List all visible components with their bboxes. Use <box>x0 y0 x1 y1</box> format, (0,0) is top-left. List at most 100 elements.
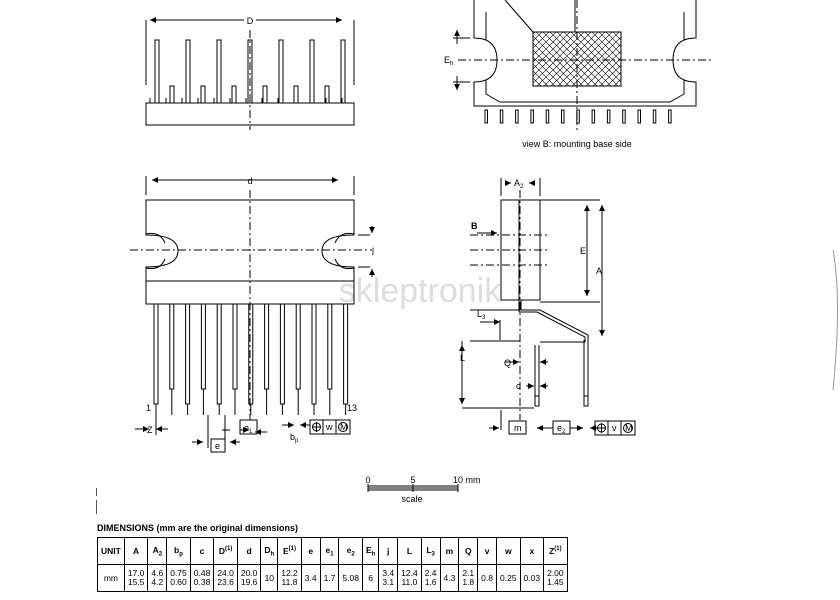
scale-label: scale <box>401 494 422 504</box>
view-b-caption: view B: mounting base side <box>522 139 632 149</box>
view-b-lead <box>561 109 565 124</box>
view-b-lead <box>499 109 504 124</box>
dim-cell: 10 <box>260 564 279 592</box>
front-lead <box>153 303 159 405</box>
top-lead-short <box>293 85 299 104</box>
dim-header: L3 <box>420 537 441 565</box>
front-lead <box>185 303 191 405</box>
dim-cell: 0.25 <box>496 564 521 592</box>
top-lead-long <box>247 39 253 104</box>
dim-header: w <box>496 537 521 565</box>
view-b <box>453 0 712 130</box>
dim-cell: 4.3 <box>439 564 460 592</box>
view-b-lead <box>622 109 626 124</box>
dimensions-title: DIMENSIONS (mm are the original dimensio… <box>97 523 299 533</box>
view-b-lead <box>530 109 534 124</box>
edge-arc <box>832 249 838 391</box>
dim-header: Dh <box>260 537 279 565</box>
view-b-lead <box>484 109 488 124</box>
front-lead <box>343 303 349 405</box>
dim-header: v <box>477 537 497 565</box>
dim-header: E(1) <box>277 537 302 565</box>
label-pin-13: 13 <box>347 403 357 413</box>
label-w: w <box>325 422 333 432</box>
scale-tick-5: 5 <box>410 475 415 485</box>
label-L3: L3 <box>477 309 486 321</box>
label-A: A <box>596 266 602 276</box>
label-E: E <box>580 246 586 256</box>
view-b-lead <box>515 109 519 124</box>
label-B: B <box>471 221 478 231</box>
label-e2: e2 <box>557 423 566 435</box>
label-c: c <box>516 381 521 391</box>
top-lead-short <box>169 85 175 104</box>
top-lead-long <box>309 39 315 104</box>
side-profile <box>459 178 636 436</box>
dim-header: UNIT <box>97 537 125 565</box>
dim-cell: 3.4 <box>300 564 321 592</box>
view-b-lead <box>652 109 657 124</box>
left-edge-mark <box>96 488 97 496</box>
scale-tick-0: 0 <box>365 475 370 485</box>
label-pin-1: 1 <box>146 403 151 413</box>
view-b-lead <box>668 109 672 124</box>
top-lead-long <box>340 39 346 104</box>
scale-bar <box>367 484 459 492</box>
dim-cell: 0.03 <box>519 564 545 592</box>
dim-header: m <box>439 537 460 565</box>
dim-cell: mm <box>97 564 125 592</box>
front-lead <box>216 303 222 405</box>
dim-cell: 0.8 <box>477 564 497 592</box>
top-lead-short <box>231 85 237 104</box>
left-edge-mark-2 <box>96 500 97 514</box>
dim-cell: 1.7 <box>319 564 340 592</box>
dim-header: L <box>397 537 422 565</box>
scale-tick-10: 10 mm <box>453 475 481 485</box>
front-lead <box>279 303 285 405</box>
dim-cell: 5.08 <box>338 564 363 592</box>
top-lead-short <box>324 85 330 104</box>
view-b-lead <box>637 109 641 124</box>
label-M: M <box>340 422 348 432</box>
dim-header: j <box>378 537 399 565</box>
label-A2: A2 <box>514 178 524 190</box>
top-lead-long <box>154 39 160 104</box>
front-view <box>130 176 375 453</box>
dim-header: x <box>519 537 545 565</box>
top-lead-long <box>185 39 191 104</box>
view-b-lead <box>545 109 550 124</box>
view-b-lead <box>606 109 611 124</box>
dim-header: Q <box>458 537 479 565</box>
front-lead <box>311 303 317 405</box>
label-M2: M <box>625 423 633 433</box>
label-D-text: D <box>247 16 254 26</box>
front-lead <box>169 303 175 390</box>
dim-header: e2 <box>338 537 363 565</box>
label-j: j <box>371 245 374 255</box>
dim-header: bp <box>166 537 191 565</box>
dim-header: Z(1) <box>543 537 568 565</box>
package-outline-drawing: skleptronik D D Eh view B: mounting base… <box>130 0 838 504</box>
label-d: d <box>247 176 252 186</box>
top-lead-long <box>278 39 284 104</box>
top-lead-short <box>200 85 206 104</box>
dim-header: A <box>123 537 149 565</box>
dim-header: D(1) <box>213 537 238 565</box>
dim-header: e1 <box>319 537 340 565</box>
top-lead-long <box>216 39 222 104</box>
label-e1: e1 <box>244 423 253 435</box>
